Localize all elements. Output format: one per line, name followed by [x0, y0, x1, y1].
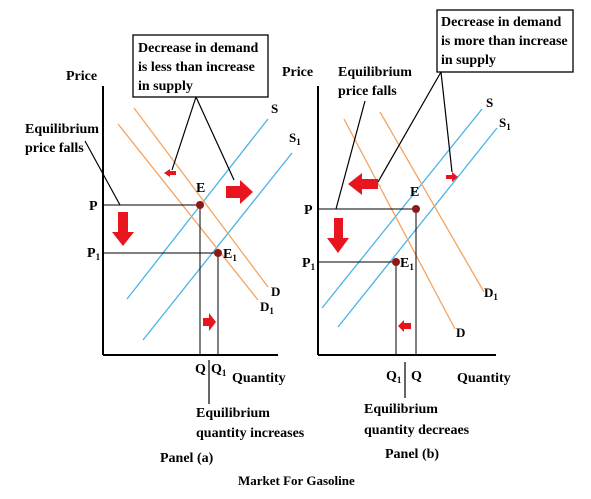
panel-b-callout-line1: Decrease in demand — [441, 15, 561, 30]
panel-b-demand-d — [343, 118, 456, 330]
panel-a-tick-p: P — [89, 199, 98, 214]
panel-b-callout-box — [436, 9, 574, 73]
panel-a-label-s: S — [271, 101, 278, 116]
panel-b-callout-line3: in supply — [441, 53, 496, 68]
panel-b-label-d1-sub: 1 — [493, 292, 498, 302]
panel-b-price-down-arrow — [327, 218, 349, 253]
panel-a-callout-line3: in supply — [138, 79, 193, 94]
panel-b-label-d1-base: D — [484, 285, 493, 300]
panel-b-tick-q1-base: Q — [386, 369, 397, 384]
panel-b-label-s1: S1 — [499, 115, 511, 132]
panel-b-label-e1-base: E — [400, 256, 409, 271]
panel-b-y-axis-label: Price — [282, 65, 313, 80]
panel-b-label-s1-base: S — [499, 115, 506, 130]
panel-a-quantity-right-arrow — [203, 313, 216, 331]
panel-a-label-e1-base: E — [223, 247, 232, 262]
panel-a-quantity-note-line2: quantity increases — [196, 426, 305, 441]
panel-b-price-note-line1: Equilibrium — [338, 65, 412, 80]
panel-a-supply-shift-arrow — [226, 180, 253, 204]
panel-a-tick-q1-sub: 1 — [222, 368, 227, 378]
panel-b-label-e1-sub: 1 — [409, 262, 414, 272]
panel-b-demand-d1 — [379, 111, 485, 293]
panel-a-x-axis-label: Quantity — [232, 371, 286, 386]
panel-b-price-note-pointer — [335, 100, 366, 210]
panel-b-tick-p1-base: P — [302, 256, 311, 271]
panel-a-point-e1 — [214, 249, 222, 257]
panel-b-label-d1: D1 — [484, 285, 498, 302]
panel-b-demand-shift-arrow — [348, 173, 378, 195]
panel-b-quantity-left-arrow — [398, 320, 411, 332]
panel-a-callout-line2: is less than increase — [138, 60, 255, 75]
panel-a-y-axis-label: Price — [66, 69, 97, 84]
panel-a: Decrease in demand is less than increase… — [25, 34, 305, 466]
panel-a-tick-q: Q — [195, 362, 206, 377]
panel-a-tick-p1-sub: 1 — [96, 252, 101, 262]
panel-a-supply-s — [126, 118, 269, 300]
panel-a-label-e1: E1 — [223, 247, 237, 263]
panel-a-tick-q1-base: Q — [211, 362, 222, 377]
panel-a-price-note-line1: Equilibrium — [25, 122, 99, 137]
panel-b-tick-q: Q — [411, 369, 422, 384]
panel-a-demand-d — [133, 107, 269, 288]
panel-a-tick-p1: P1 — [87, 246, 101, 262]
panel-a-callout-box — [132, 34, 269, 98]
panel-b-tick-q1: Q1 — [386, 369, 402, 385]
panel-a-label-d1-base: D — [260, 299, 269, 314]
panel-a-tick-p1-base: P — [87, 246, 96, 261]
panel-b-tick-q1-sub: 1 — [397, 375, 402, 385]
panel-b-quantity-note-line2: quantity decreaes — [364, 423, 470, 438]
panel-a-quantity-note-line1: Equilibrium — [196, 406, 270, 421]
panel-b-x-axis-label: Quantity — [457, 371, 511, 386]
panel-b-tick-p1-sub: 1 — [311, 262, 316, 272]
panel-b-supply-shift-arrow — [446, 172, 458, 182]
panel-a-price-note-pointer — [84, 140, 121, 206]
panel-a-demand-d1 — [117, 123, 259, 301]
panel-a-label-e1-sub: 1 — [232, 253, 237, 263]
panel-b-callout-pointer-right — [440, 71, 453, 173]
panel-b: Decrease in demand is more than increase… — [282, 9, 574, 462]
panel-b-supply-s1 — [337, 127, 498, 328]
panel-b-label: Panel (b) — [385, 447, 439, 462]
panel-b-label-s1-sub: 1 — [506, 122, 511, 132]
panel-a-tick-q1: Q1 — [211, 362, 227, 378]
panel-b-tick-p: P — [304, 203, 313, 218]
panel-a-demand-shift-arrow — [164, 169, 176, 177]
panel-b-callout-line2: is more than increase — [441, 34, 568, 49]
panel-b-callout-pointer-left — [377, 71, 442, 183]
panel-a-label-s1-sub: 1 — [296, 137, 301, 147]
panel-b-tick-p1: P1 — [302, 256, 316, 272]
panel-a-label-d: D — [271, 284, 280, 299]
panel-a-callout-pointer-right — [195, 96, 235, 181]
panel-a-label-e: E — [196, 181, 205, 196]
panel-a-label-d1-sub: 1 — [269, 306, 274, 316]
panel-a-price-note-line2: price falls — [25, 141, 84, 156]
panel-a-price-down-arrow — [112, 212, 134, 246]
panel-b-point-e — [412, 205, 420, 213]
panel-a-supply-s1 — [142, 152, 293, 341]
panel-b-label-e1: E1 — [400, 256, 414, 272]
figure-caption: Market For Gasoline — [238, 473, 355, 488]
panel-b-quantity-note-line1: Equilibrium — [364, 402, 438, 417]
panel-a-label-d1: D1 — [260, 299, 274, 316]
panel-a-label-s1-base: S — [289, 130, 296, 145]
panel-b-label-e: E — [410, 185, 419, 200]
panel-a-label-s1: S1 — [289, 130, 301, 147]
panel-b-price-note-line2: price falls — [338, 84, 397, 99]
panel-a-point-e — [196, 201, 204, 209]
panel-b-point-e1 — [392, 258, 400, 266]
panel-b-label-d: D — [456, 325, 465, 340]
panel-a-label: Panel (a) — [160, 451, 214, 466]
panel-a-callout-pointer-left — [171, 96, 197, 171]
panel-b-label-s: S — [486, 95, 493, 110]
panel-a-callout-line1: Decrease in demand — [138, 41, 258, 56]
